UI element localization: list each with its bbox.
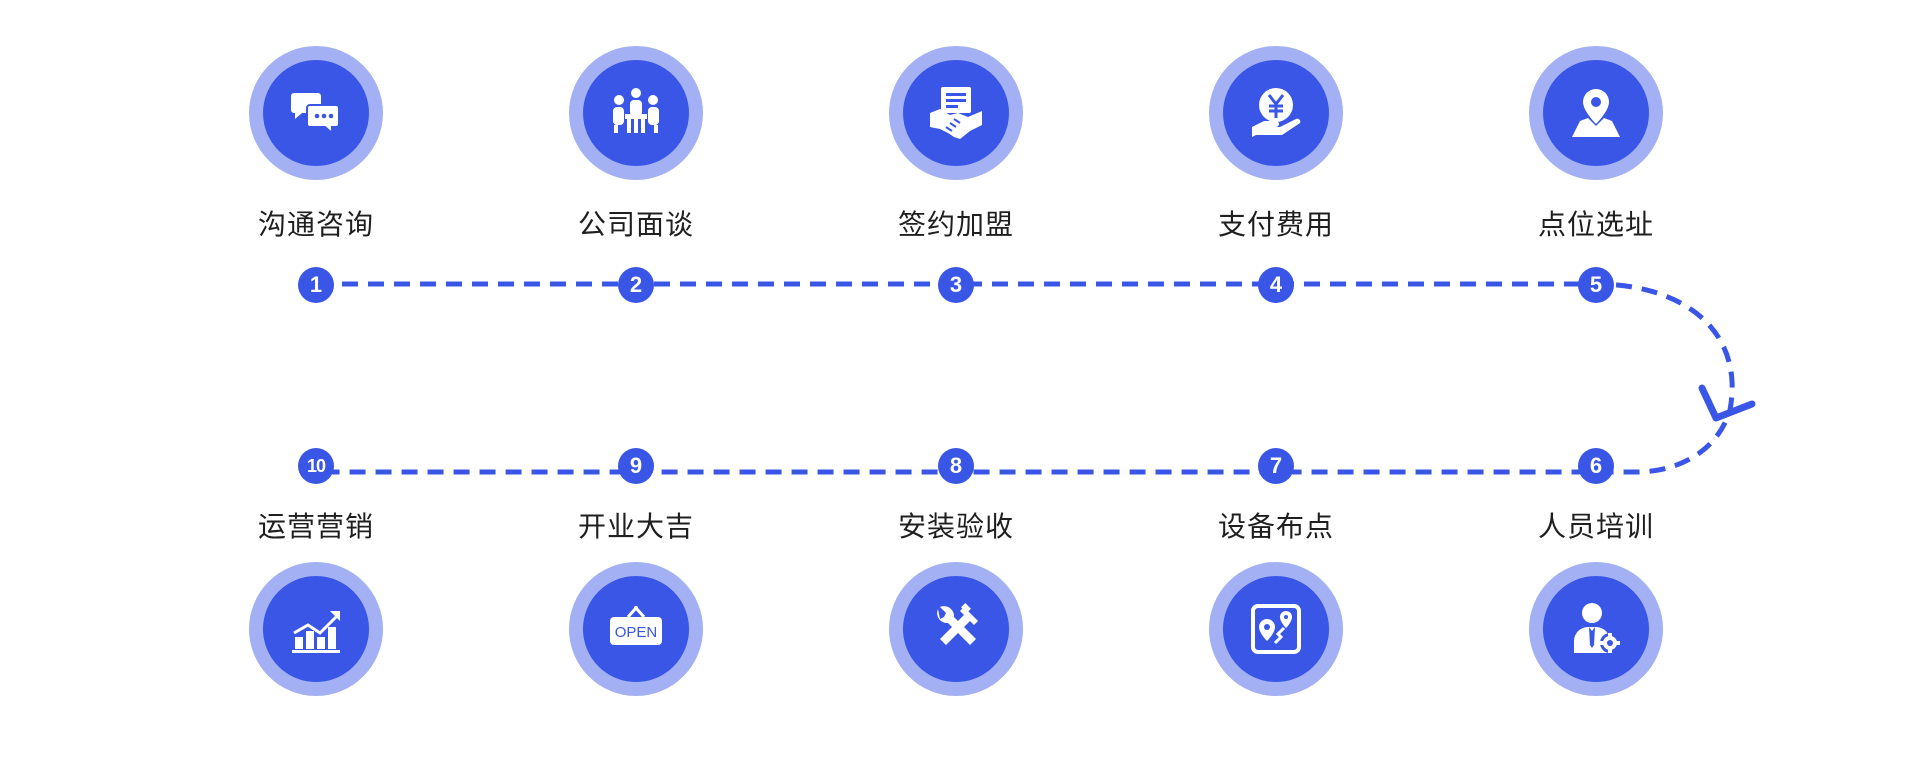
step-2-label: 公司面谈 — [577, 208, 694, 241]
step-6: 6 人员培训 — [1516, 0, 1676, 696]
step-3-label: 签约加盟 — [897, 208, 1014, 241]
step-10-number: 10 — [298, 448, 334, 484]
step-5-number: 5 — [1578, 267, 1614, 303]
step-1: 沟通咨询 1 — [236, 0, 396, 303]
step-9-number: 9 — [618, 448, 654, 484]
location-pin-icon — [1572, 89, 1620, 137]
step-5: 点位选址 5 — [1516, 0, 1676, 303]
step-2: 公司面谈 2 — [556, 0, 716, 303]
map-marker-icon — [1251, 604, 1301, 654]
step-1-number: 1 — [298, 267, 334, 303]
open-sign-text: OPEN — [615, 624, 658, 641]
step-1-label: 沟通咨询 — [257, 208, 374, 241]
step-10-icon-circle — [249, 562, 383, 696]
step-8: 8 安装验收 — [876, 0, 1036, 696]
step-6-icon-circle — [1529, 562, 1663, 696]
step-10-label: 运营营销 — [257, 510, 374, 543]
step-8-label: 安装验收 — [897, 510, 1014, 543]
chat-icon — [291, 93, 340, 136]
step-7-icon-circle — [1209, 562, 1343, 696]
step-2-number: 2 — [618, 267, 654, 303]
step-4: 支付费用 4 — [1196, 0, 1356, 303]
step-7-number: 7 — [1258, 448, 1294, 484]
step-4-label: 支付费用 — [1217, 208, 1334, 241]
tools-icon — [937, 603, 978, 645]
step-10: 10 运营营销 — [236, 0, 396, 696]
step-1-icon-circle — [249, 46, 383, 180]
person-gear-icon — [1574, 603, 1620, 653]
handshake-contract-icon — [930, 87, 982, 139]
step-9-icon-circle: OPEN — [569, 562, 703, 696]
step-8-number: 8 — [938, 448, 974, 484]
step-4-number: 4 — [1258, 267, 1294, 303]
step-5-label: 点位选址 — [1537, 208, 1654, 241]
step-7-label: 设备布点 — [1217, 510, 1334, 543]
step-3-number: 3 — [938, 267, 974, 303]
step-6-number: 6 — [1578, 448, 1614, 484]
meeting-icon — [613, 88, 659, 133]
yen-payment-icon — [1252, 88, 1301, 137]
step-9-label: 开业大吉 — [577, 510, 694, 543]
step-3: 签约加盟 3 — [876, 0, 1036, 303]
open-sign-icon: OPEN — [610, 605, 662, 645]
step-9: 9 开业大吉 OPEN — [556, 0, 716, 696]
growth-chart-icon — [292, 611, 340, 653]
step-8-icon-circle — [889, 562, 1023, 696]
flow-arrow-icon — [1698, 384, 1756, 422]
step-5-icon-circle — [1529, 46, 1663, 180]
step-3-icon-circle — [889, 46, 1023, 180]
step-6-label: 人员培训 — [1537, 510, 1654, 543]
step-2-icon-circle — [569, 46, 703, 180]
step-4-icon-circle — [1209, 46, 1343, 180]
step-7: 7 设备布点 — [1196, 0, 1356, 696]
